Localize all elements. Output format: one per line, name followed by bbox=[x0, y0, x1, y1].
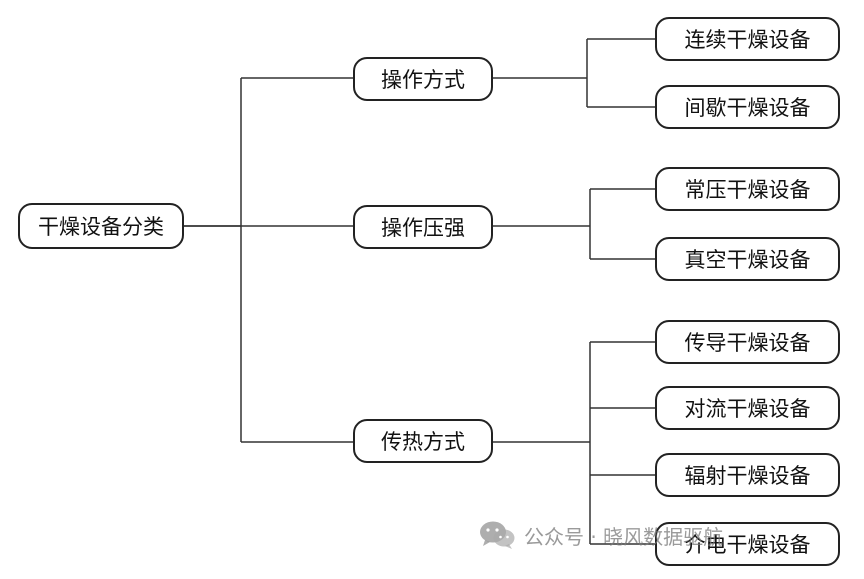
watermark: 公众号 · 晓风数据驱航 bbox=[478, 519, 723, 551]
leaf-node-continuous: 连续干燥设备 bbox=[655, 17, 840, 61]
category-node-operation-mode: 操作方式 bbox=[353, 57, 493, 101]
category-node-operating-pressure: 操作压强 bbox=[353, 205, 493, 249]
category-node-heat-transfer: 传热方式 bbox=[353, 419, 493, 463]
wechat-icon bbox=[480, 521, 515, 549]
leaf-node-convection: 对流干燥设备 bbox=[655, 386, 840, 430]
leaf-node-vacuum: 真空干燥设备 bbox=[655, 237, 840, 281]
leaf-node-radiation: 辐射干燥设备 bbox=[655, 453, 840, 497]
leaf-node-conduction: 传导干燥设备 bbox=[655, 320, 840, 364]
leaf-node-batch: 间歇干燥设备 bbox=[655, 85, 840, 129]
watermark-text: 公众号 · 晓风数据驱航 bbox=[524, 524, 724, 549]
root-node: 干燥设备分类 bbox=[18, 203, 184, 249]
leaf-node-dielectric: 介电干燥设备 bbox=[655, 522, 840, 566]
leaf-node-atmospheric: 常压干燥设备 bbox=[655, 167, 840, 211]
